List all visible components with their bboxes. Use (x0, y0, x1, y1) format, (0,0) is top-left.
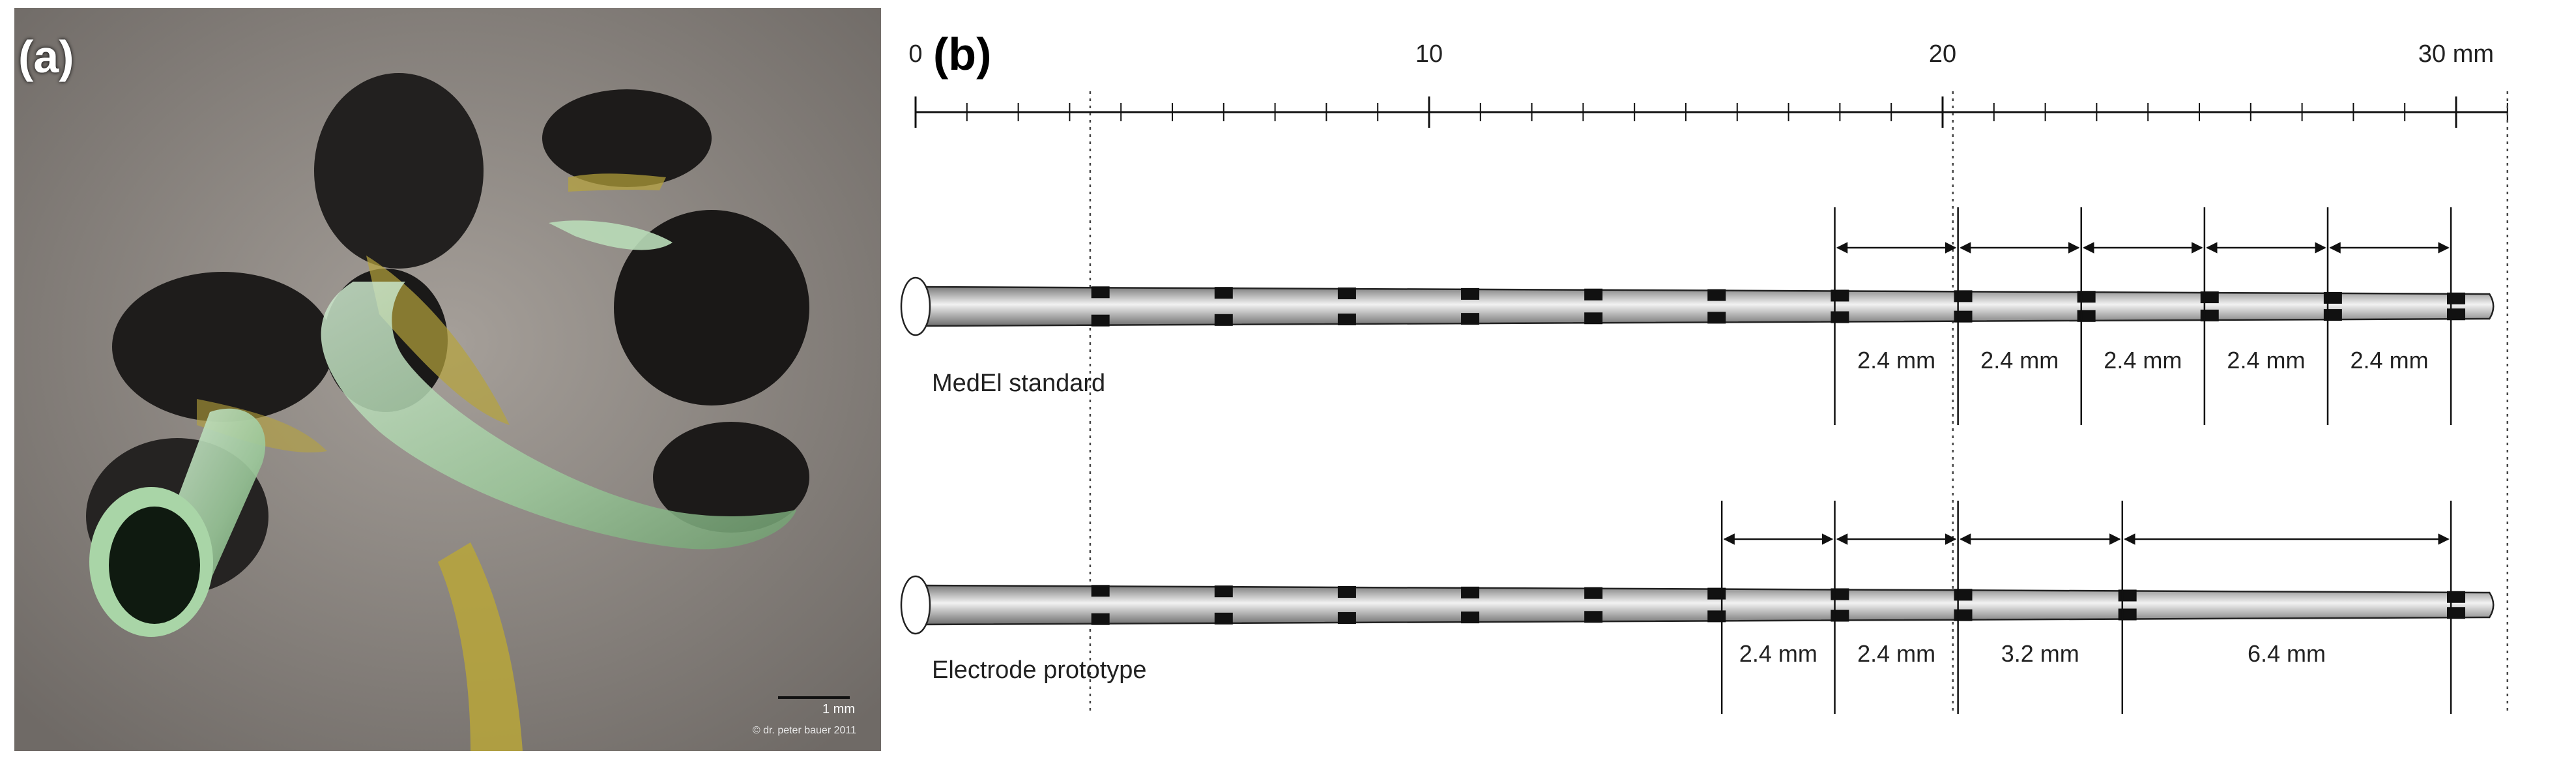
spacing-label: 3.2 mm (2001, 640, 2079, 667)
electrode-contact (1707, 289, 1726, 301)
cochlea-illustration (14, 8, 881, 751)
ruler-tick-label: 0 (908, 40, 922, 68)
electrode-diagram: 0 10 20 30 mm 2.4 mm 2.4 mm 2.4 mm 2.4 mm 2.4 mm… (900, 40, 2509, 714)
electrode-tip-end (900, 276, 931, 336)
electrode-contact (2200, 309, 2219, 321)
electrode-shaft (914, 286, 2495, 327)
panel-a-label: (a) (18, 31, 74, 82)
sem-image-panel: 1 mm © dr. peter bauer 2011 (14, 8, 881, 751)
electrode-contact (1091, 314, 1110, 327)
electrode-contact (1954, 609, 1973, 621)
electrode-contact (2077, 291, 2096, 303)
electrode-contact (1337, 313, 1356, 325)
electrode-contact (1831, 588, 1849, 600)
electrode-contact (1091, 286, 1110, 299)
electrode-contact (1461, 611, 1480, 624)
electrode-contact (2077, 310, 2096, 322)
ruler-tick-label: 30 mm (2418, 40, 2494, 68)
electrode-contact (2447, 591, 2465, 603)
electrode-tip-end (900, 575, 931, 635)
electrode-contact (1584, 587, 1603, 599)
spacing-label: 2.4 mm (2351, 347, 2429, 374)
electrode-contact (1954, 589, 1973, 601)
electrode-contact (1707, 312, 1726, 324)
panel-b-label: (b) (933, 29, 992, 80)
electrode-contact (1831, 289, 1849, 302)
electrode-contact (1214, 612, 1233, 625)
spacing-label: 2.4 mm (2104, 347, 2182, 374)
electrode-name: MedEl standard (932, 370, 1105, 397)
electrode-contact (2447, 292, 2465, 304)
spacing-label: 2.4 mm (1857, 640, 1935, 667)
electrode-contact (2200, 291, 2219, 304)
electrode-contact (1214, 585, 1233, 598)
electrode-contact (1584, 312, 1603, 325)
electrode-contact (1214, 287, 1233, 299)
electrode-contact (1337, 611, 1356, 624)
electrode-contact (2447, 308, 2465, 321)
image-credit: © dr. peter bauer 2011 (752, 725, 856, 736)
spacing-label: 6.4 mm (2248, 640, 2326, 667)
electrode-contact (1214, 314, 1233, 326)
electrode-contact (2118, 608, 2137, 621)
electrode-contact (1461, 586, 1480, 598)
electrode-contact (1831, 311, 1849, 323)
electrode-contact (1707, 587, 1726, 600)
electrode-name: Electrode prototype (932, 656, 1147, 684)
scale-bar (778, 696, 850, 699)
electrode-contact (2323, 309, 2342, 321)
ruler-tick-label: 10 (1415, 40, 1443, 68)
electrode-contact (1337, 287, 1356, 300)
electrode-contact (1461, 313, 1480, 325)
electrode-contact (1091, 585, 1110, 597)
electrode-contact (2447, 607, 2465, 619)
ruler-tick-label: 20 (1929, 40, 1956, 68)
spacing-label: 2.4 mm (1739, 640, 1817, 667)
scale-bar-label: 1 mm (822, 702, 855, 716)
electrode-contact (1584, 288, 1603, 301)
electrode-contact (1584, 611, 1603, 623)
electrode-contact (1954, 290, 1973, 302)
electrode-contact (1337, 586, 1356, 598)
spacing-label: 2.4 mm (1980, 347, 2059, 374)
electrode-contact (1091, 613, 1110, 625)
electrode-contact (1954, 310, 1973, 323)
electrode-shaft (914, 584, 2495, 626)
electrode-contact (1461, 287, 1480, 300)
spacing-label: 2.4 mm (2227, 347, 2305, 374)
electrode-contact (1707, 610, 1726, 623)
electrode-contact (2323, 291, 2342, 304)
spacing-label: 2.4 mm (1857, 347, 1935, 374)
electrode-contact (1831, 610, 1849, 622)
electrode-contact (2118, 589, 2137, 602)
